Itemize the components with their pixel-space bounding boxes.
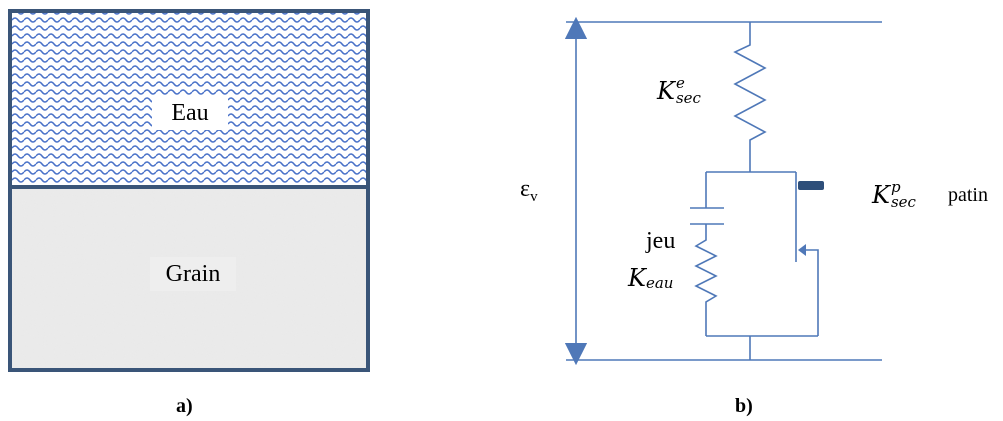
grain-label: Grain: [165, 260, 221, 287]
slider-arrow-head: [798, 244, 806, 256]
rheological-model: [564, 16, 882, 366]
slider-feedback: [806, 249, 819, 336]
caption-b: b): [735, 395, 753, 417]
water-label: Eau: [171, 99, 209, 126]
grain-label-box: Grain: [150, 257, 236, 291]
water-label-box: Eau: [152, 96, 228, 130]
slider-block: [798, 181, 824, 190]
grain-region: [10, 187, 368, 370]
slider-label: patin: [948, 184, 988, 206]
strain-label: εv: [520, 176, 538, 205]
panel-a-border: [8, 9, 370, 372]
caption-a: a): [176, 395, 193, 417]
gap-label: jeu: [646, 228, 676, 254]
spring-k-sec-e: [733, 22, 767, 172]
spring-k-eau: [694, 224, 718, 336]
